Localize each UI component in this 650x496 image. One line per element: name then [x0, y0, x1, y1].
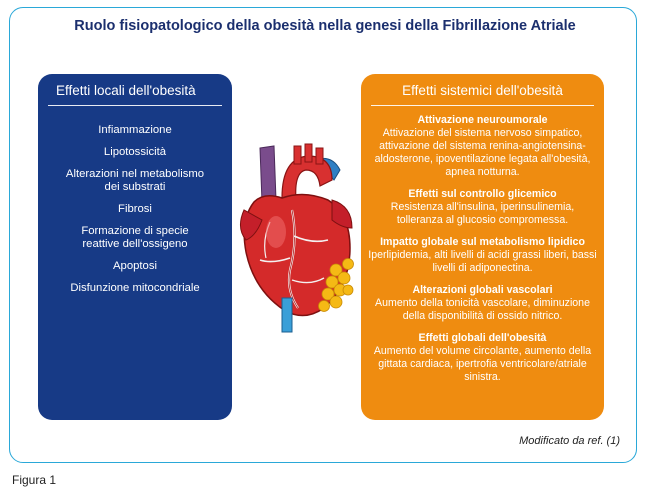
aortic-branch-icon	[293, 145, 302, 165]
aortic-branch-icon	[304, 143, 313, 163]
systemic-effect-title: Attivazione neuroumorale	[417, 114, 548, 126]
systemic-effects-heading: Effetti sistemici dell'obesità	[402, 83, 563, 98]
coronary-artery-icon	[288, 209, 299, 309]
systemic-effects-divider	[371, 105, 594, 106]
systemic-effect-body: Resistenza all'insulina, iperinsulinemia…	[390, 201, 575, 226]
superior-vena-cava-icon	[259, 145, 277, 203]
inferior-vena-cava-icon	[281, 297, 293, 333]
left-atrium-icon	[240, 209, 263, 241]
local-effect-item: Alterazioni nel metabolismo dei substrat…	[65, 168, 205, 193]
right-atrium-icon	[331, 199, 353, 229]
local-effect-item: Formazione di specie reattive dell'ossig…	[81, 225, 189, 250]
heart-highlight-icon	[266, 216, 286, 248]
systemic-effect-item: Effetti sul controllo glicemico Resisten…	[367, 188, 598, 227]
systemic-effect-title: Effetti sul controllo glicemico	[408, 188, 557, 200]
systemic-effect-body: Attivazione del sistema nervoso simpatic…	[374, 127, 591, 178]
systemic-effect-body: Aumento della tonicità vascolare, diminu…	[375, 297, 590, 322]
systemic-effect-body: Aumento del volume circolante, aumento d…	[373, 345, 592, 383]
local-effects-heading: Effetti locali dell'obesità	[56, 83, 196, 98]
systemic-effect-title: Impatto globale sul metabolismo lipidico	[380, 236, 585, 248]
local-effect-item: Lipotossicità	[103, 146, 167, 158]
systemic-effect-title: Effetti globali dell'obesità	[418, 332, 547, 344]
local-effects-panel: Effetti locali dell'obesità Infiammazion…	[38, 74, 232, 420]
coronary-branch-icon	[259, 257, 291, 263]
local-effects-list: Infiammazione Lipotossicità Alterazioni …	[38, 124, 232, 295]
epicardial-fat-icon	[318, 258, 354, 312]
systemic-effect-item: Impatto globale sul metabolismo lipidico…	[367, 236, 598, 275]
heart-illustration	[240, 143, 354, 333]
figure-caption: Figura 1	[12, 473, 57, 487]
local-effect-item: Fibrosi	[118, 203, 152, 215]
systemic-effects-list: Attivazione neuroumorale Attivazione del…	[361, 114, 604, 384]
figure-title: Ruolo fisiopatologico della obesità nell…	[74, 18, 576, 34]
aortic-branch-icon	[315, 147, 324, 165]
systemic-effect-item: Attivazione neuroumorale Attivazione del…	[367, 114, 598, 179]
systemic-effects-panel: Effetti sistemici dell'obesità Attivazio…	[361, 74, 604, 420]
systemic-effect-title: Alterazioni globali vascolari	[412, 284, 553, 296]
local-effect-item: Apoptosi	[113, 260, 157, 272]
local-effect-item: Infiammazione	[98, 124, 172, 136]
local-effects-divider	[48, 105, 222, 106]
aorta-icon	[281, 155, 333, 201]
local-effect-item: Disfunzione mitocondriale	[70, 282, 200, 294]
systemic-effect-body: Iperlipidemia, alti livelli di acidi gra…	[368, 249, 597, 274]
systemic-effect-item: Effetti globali dell'obesità Aumento del…	[367, 332, 598, 384]
coronary-branch-icon	[293, 235, 329, 243]
coronary-branch-icon	[291, 277, 325, 284]
systemic-effect-item: Alterazioni globali vascolari Aumento de…	[367, 284, 598, 323]
source-note: Modificato da ref. (1)	[519, 435, 620, 447]
